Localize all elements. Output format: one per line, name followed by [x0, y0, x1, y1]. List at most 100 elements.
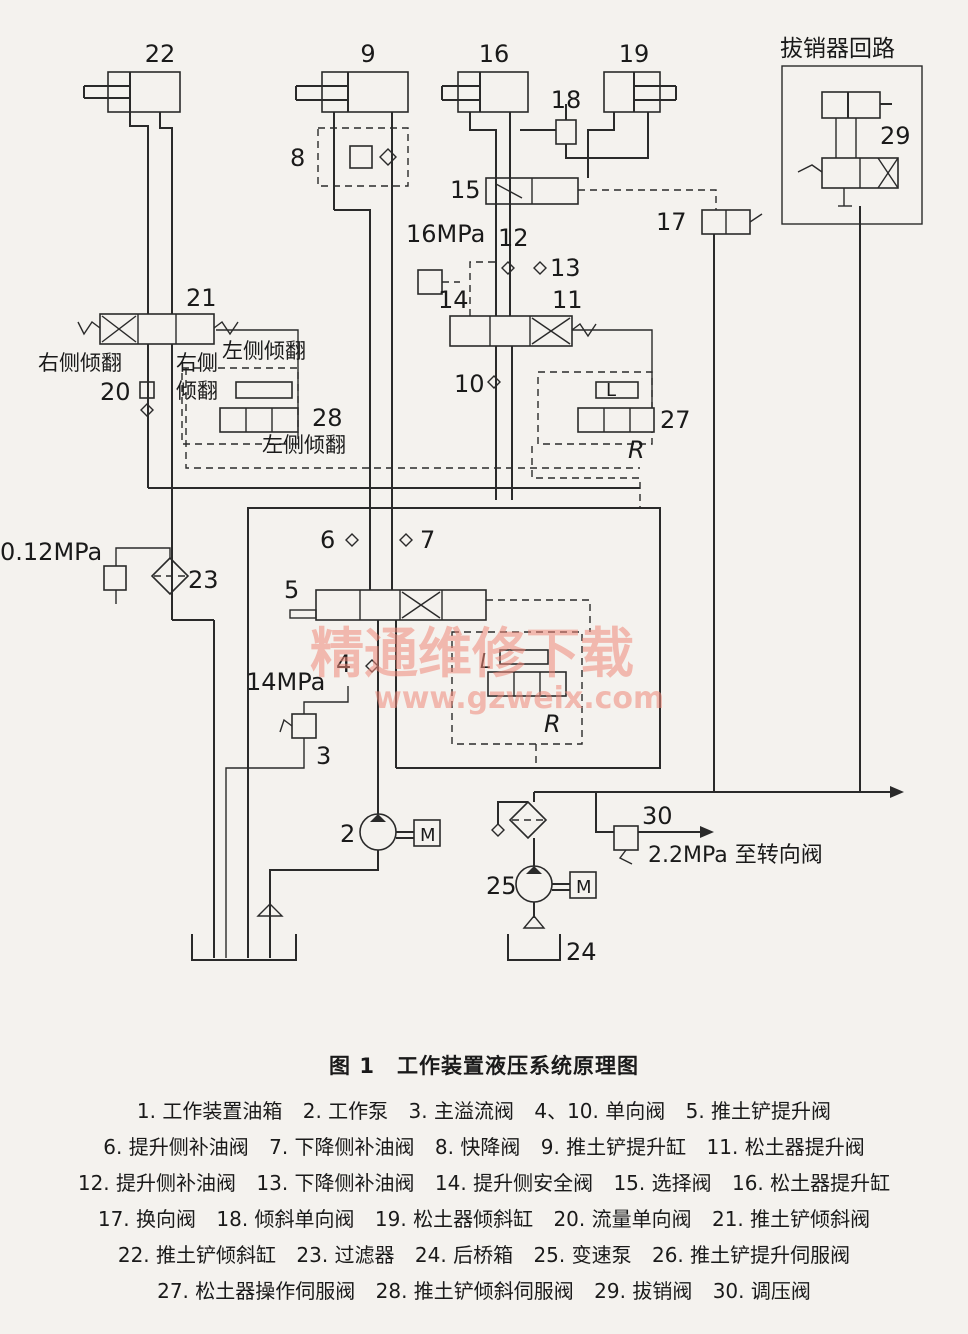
label-4: 4	[336, 650, 351, 678]
label-M1: M	[420, 825, 436, 846]
ripper-lift-valve-11	[449, 315, 597, 347]
label-12: 12	[498, 224, 529, 252]
directional-valve-17	[701, 209, 763, 235]
legend-row: 6. 提升侧补油阀 7. 下降侧补油阀 8. 快降阀 9. 推土铲提升缸 11.…	[0, 1129, 968, 1165]
label-right-tilt: 右侧倾翻	[38, 351, 122, 375]
work-pump-2	[359, 813, 441, 851]
label-16mpa: 16MPa	[406, 220, 485, 248]
hydraulic-schematic: 22 9 16 19 18 拔销器回路 29 8 15 17 16MPa 12 …	[0, 36, 923, 966]
selector-valve-15	[485, 177, 579, 205]
legend-row: 22. 推土铲倾斜缸 23. 过滤器 24. 后桥箱 25. 变速泵 26. 推…	[0, 1237, 968, 1273]
legend-item: 1. 工作装置油箱	[136, 1099, 283, 1123]
legend-item: 30. 调压阀	[712, 1279, 811, 1303]
label-8: 8	[290, 144, 305, 172]
check-valve-4	[365, 659, 379, 673]
valve-8-quickdrop	[317, 127, 409, 187]
legend-row: 27. 松土器操作伺服阀 28. 推土铲倾斜伺服阀 29. 拔销阀 30. 调压…	[0, 1273, 968, 1309]
legend-item: 12. 提升侧补油阀	[77, 1171, 237, 1195]
legend-item: 8. 快降阀	[434, 1135, 521, 1159]
legend-item: 25. 变速泵	[533, 1243, 632, 1267]
legend-row: 1. 工作装置油箱 2. 工作泵 3. 主溢流阀 4、10. 单向阀 5. 推土…	[0, 1093, 968, 1129]
legend-item: 23. 过滤器	[296, 1243, 395, 1267]
label-L1: L	[606, 380, 616, 401]
legend-item: 13. 下降侧补油阀	[256, 1171, 415, 1195]
legend-row: 12. 提升侧补油阀 13. 下降侧补油阀 14. 提升侧安全阀 15. 选择阀…	[0, 1165, 968, 1201]
main-relief-3	[291, 713, 317, 739]
figure-caption: 图 1 工作装置液压系统原理图	[329, 1054, 639, 1078]
label-13: 13	[550, 254, 581, 282]
label-22: 22	[145, 40, 176, 68]
ripper-servo-27	[537, 371, 655, 445]
legend-item: 17. 换向阀	[97, 1207, 197, 1231]
label-5: 5	[284, 576, 299, 604]
label-28: 28	[312, 404, 343, 432]
label-left-tilt-a: 左侧倾翻	[222, 339, 306, 363]
label-19: 19	[619, 40, 650, 68]
label-14mpa: 14MPa	[246, 668, 325, 696]
label-27: 27	[660, 406, 691, 434]
label-11: 11	[552, 286, 583, 314]
pin-puller-circuit	[781, 65, 923, 225]
check-valve-10	[487, 375, 501, 389]
legend-item: 18. 倾斜单向阀	[216, 1207, 355, 1231]
label-M2: M	[576, 877, 592, 898]
label-R1: R	[628, 436, 645, 464]
label-16: 16	[479, 40, 510, 68]
legend-item: 3. 主溢流阀	[408, 1099, 514, 1123]
label-right-side: 右侧	[176, 351, 218, 375]
legend-item: 15. 选择阀	[613, 1171, 712, 1195]
pressure-valve-30	[613, 825, 639, 851]
label-29: 29	[880, 122, 911, 150]
watermark-cn: 精通维修下载	[310, 622, 634, 685]
check-valve-18	[555, 119, 577, 145]
legend-item: 16. 松土器提升缸	[731, 1171, 891, 1195]
lift-valve-5	[289, 589, 487, 621]
label-012mpa: 0.12MPa	[0, 538, 102, 566]
label-10: 10	[454, 370, 485, 398]
label-24: 24	[566, 938, 597, 966]
pipework	[115, 104, 904, 961]
legend-item: 21. 推土铲倾斜阀	[711, 1207, 871, 1231]
legend-item: 19. 松土器倾斜缸	[374, 1207, 534, 1231]
label-21: 21	[186, 284, 217, 312]
label-18: 18	[551, 86, 582, 114]
legend-item: 6. 提升侧补油阀	[103, 1135, 249, 1159]
legend-item: 7. 下降侧补油阀	[269, 1135, 415, 1159]
label-14: 14	[438, 286, 469, 314]
watermark-url: www.gzweix.com	[374, 681, 664, 716]
legend-item: 9. 推土铲提升缸	[540, 1135, 687, 1159]
legend-item: 22. 推土铲倾斜缸	[117, 1243, 277, 1267]
variable-pump-25	[491, 800, 597, 903]
cylinder-22	[83, 71, 181, 113]
legend-item: 14. 提升侧安全阀	[434, 1171, 594, 1195]
label-tilt: 倾翻	[176, 379, 218, 403]
label-23: 23	[188, 566, 219, 594]
dozer-tilt-valve-21	[77, 313, 239, 345]
legend-item: 24. 后桥箱	[414, 1243, 514, 1267]
label-2: 2	[340, 820, 355, 848]
cylinder-16	[441, 71, 529, 113]
legend-item: 26. 推土铲提升伺服阀	[651, 1243, 851, 1267]
legend-item: 27. 松土器操作伺服阀	[157, 1279, 356, 1303]
label-17: 17	[656, 208, 687, 236]
label-22mpa: 2.2MPa 至转向阀	[648, 843, 823, 868]
lift-servo-26	[451, 631, 583, 745]
legend-item: 20. 流量单向阀	[553, 1207, 692, 1231]
legend-item: 11. 松土器提升阀	[706, 1135, 865, 1159]
label-3: 3	[316, 742, 331, 770]
label-25: 25	[486, 872, 517, 900]
label-R2: R	[544, 710, 561, 738]
label-left-tilt-b: 左侧倾翻	[262, 433, 346, 457]
legend-item: 4、10. 单向阀	[534, 1099, 666, 1123]
cylinder-19	[603, 71, 677, 113]
tilt-servo-28	[181, 367, 299, 445]
label-L2: L	[480, 649, 491, 673]
legend-item: 2. 工作泵	[302, 1099, 389, 1123]
label-7: 7	[420, 526, 435, 554]
label-9: 9	[360, 40, 375, 68]
label-pin-circuit: 拔销器回路	[780, 36, 895, 62]
legend-item: 29. 拔销阀	[594, 1279, 693, 1303]
label-15: 15	[450, 176, 481, 204]
legend-row: 17. 换向阀 18. 倾斜单向阀 19. 松土器倾斜缸 20. 流量单向阀 2…	[0, 1201, 968, 1237]
legend-item: 28. 推土铲倾斜伺服阀	[375, 1279, 574, 1303]
